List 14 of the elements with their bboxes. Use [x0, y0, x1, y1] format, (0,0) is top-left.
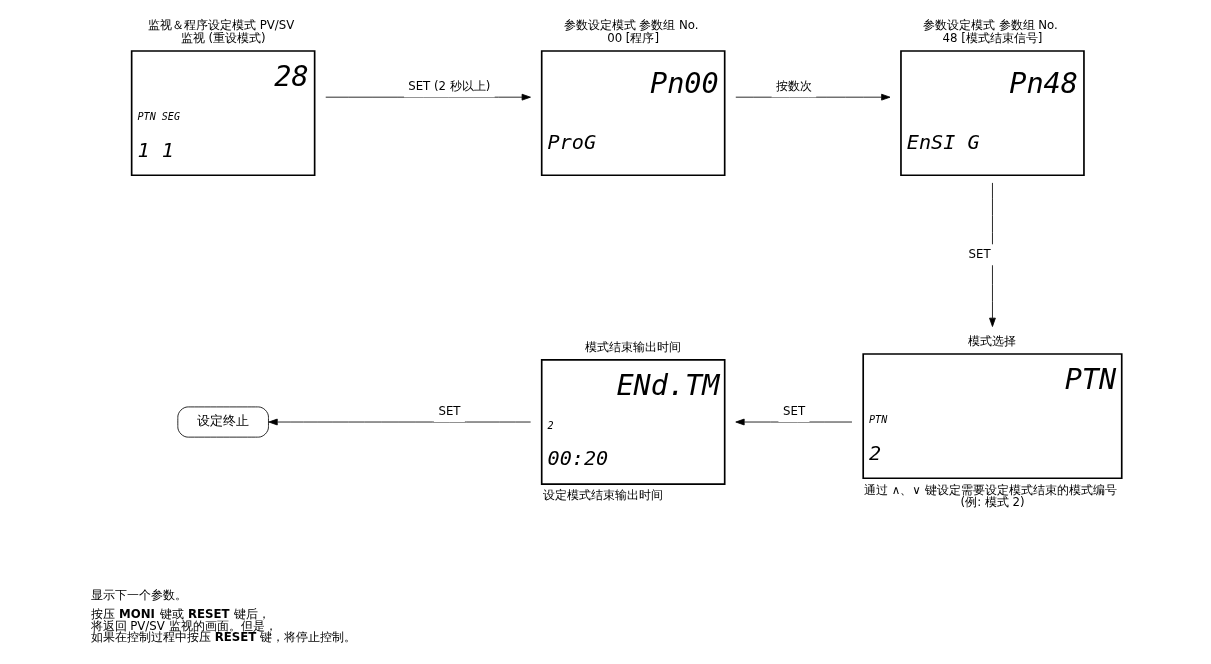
edge-label: SET (2 秒以上) — [408, 79, 491, 94]
node-label: 模式选择 — [968, 333, 1017, 348]
label: 显示下一个参数。 — [90, 588, 187, 603]
node-label: 监视＆程序设定模式 PV/SV 监视 (重设模式) — [148, 18, 295, 45]
label: 按压 MONI 键或 RESET 键后，将返回 PV/SV 监视的画面。但是，如果在控制过程中按压 RESET 键，将停止控制。 — [90, 606, 357, 645]
node-label: 通过 ∧、∨ 键设定需要设定模式结束的模式编号 (例: 模式 2) — [864, 482, 1117, 510]
node-label: 设定模式结束输出时间 — [542, 488, 663, 503]
edge-label: 按数次 — [776, 79, 813, 94]
edge-label: SET — [968, 247, 991, 262]
edge-label: SET — [783, 404, 806, 419]
node-label: 参数设定模式 参数组 No. 00 [程序] — [563, 18, 699, 45]
edge-label: SET — [438, 404, 461, 419]
node-label: 模式结束输出时间 — [584, 339, 681, 354]
node-label: 参数设定模式 参数组 No. 48 [模式结束信号] — [922, 18, 1058, 45]
